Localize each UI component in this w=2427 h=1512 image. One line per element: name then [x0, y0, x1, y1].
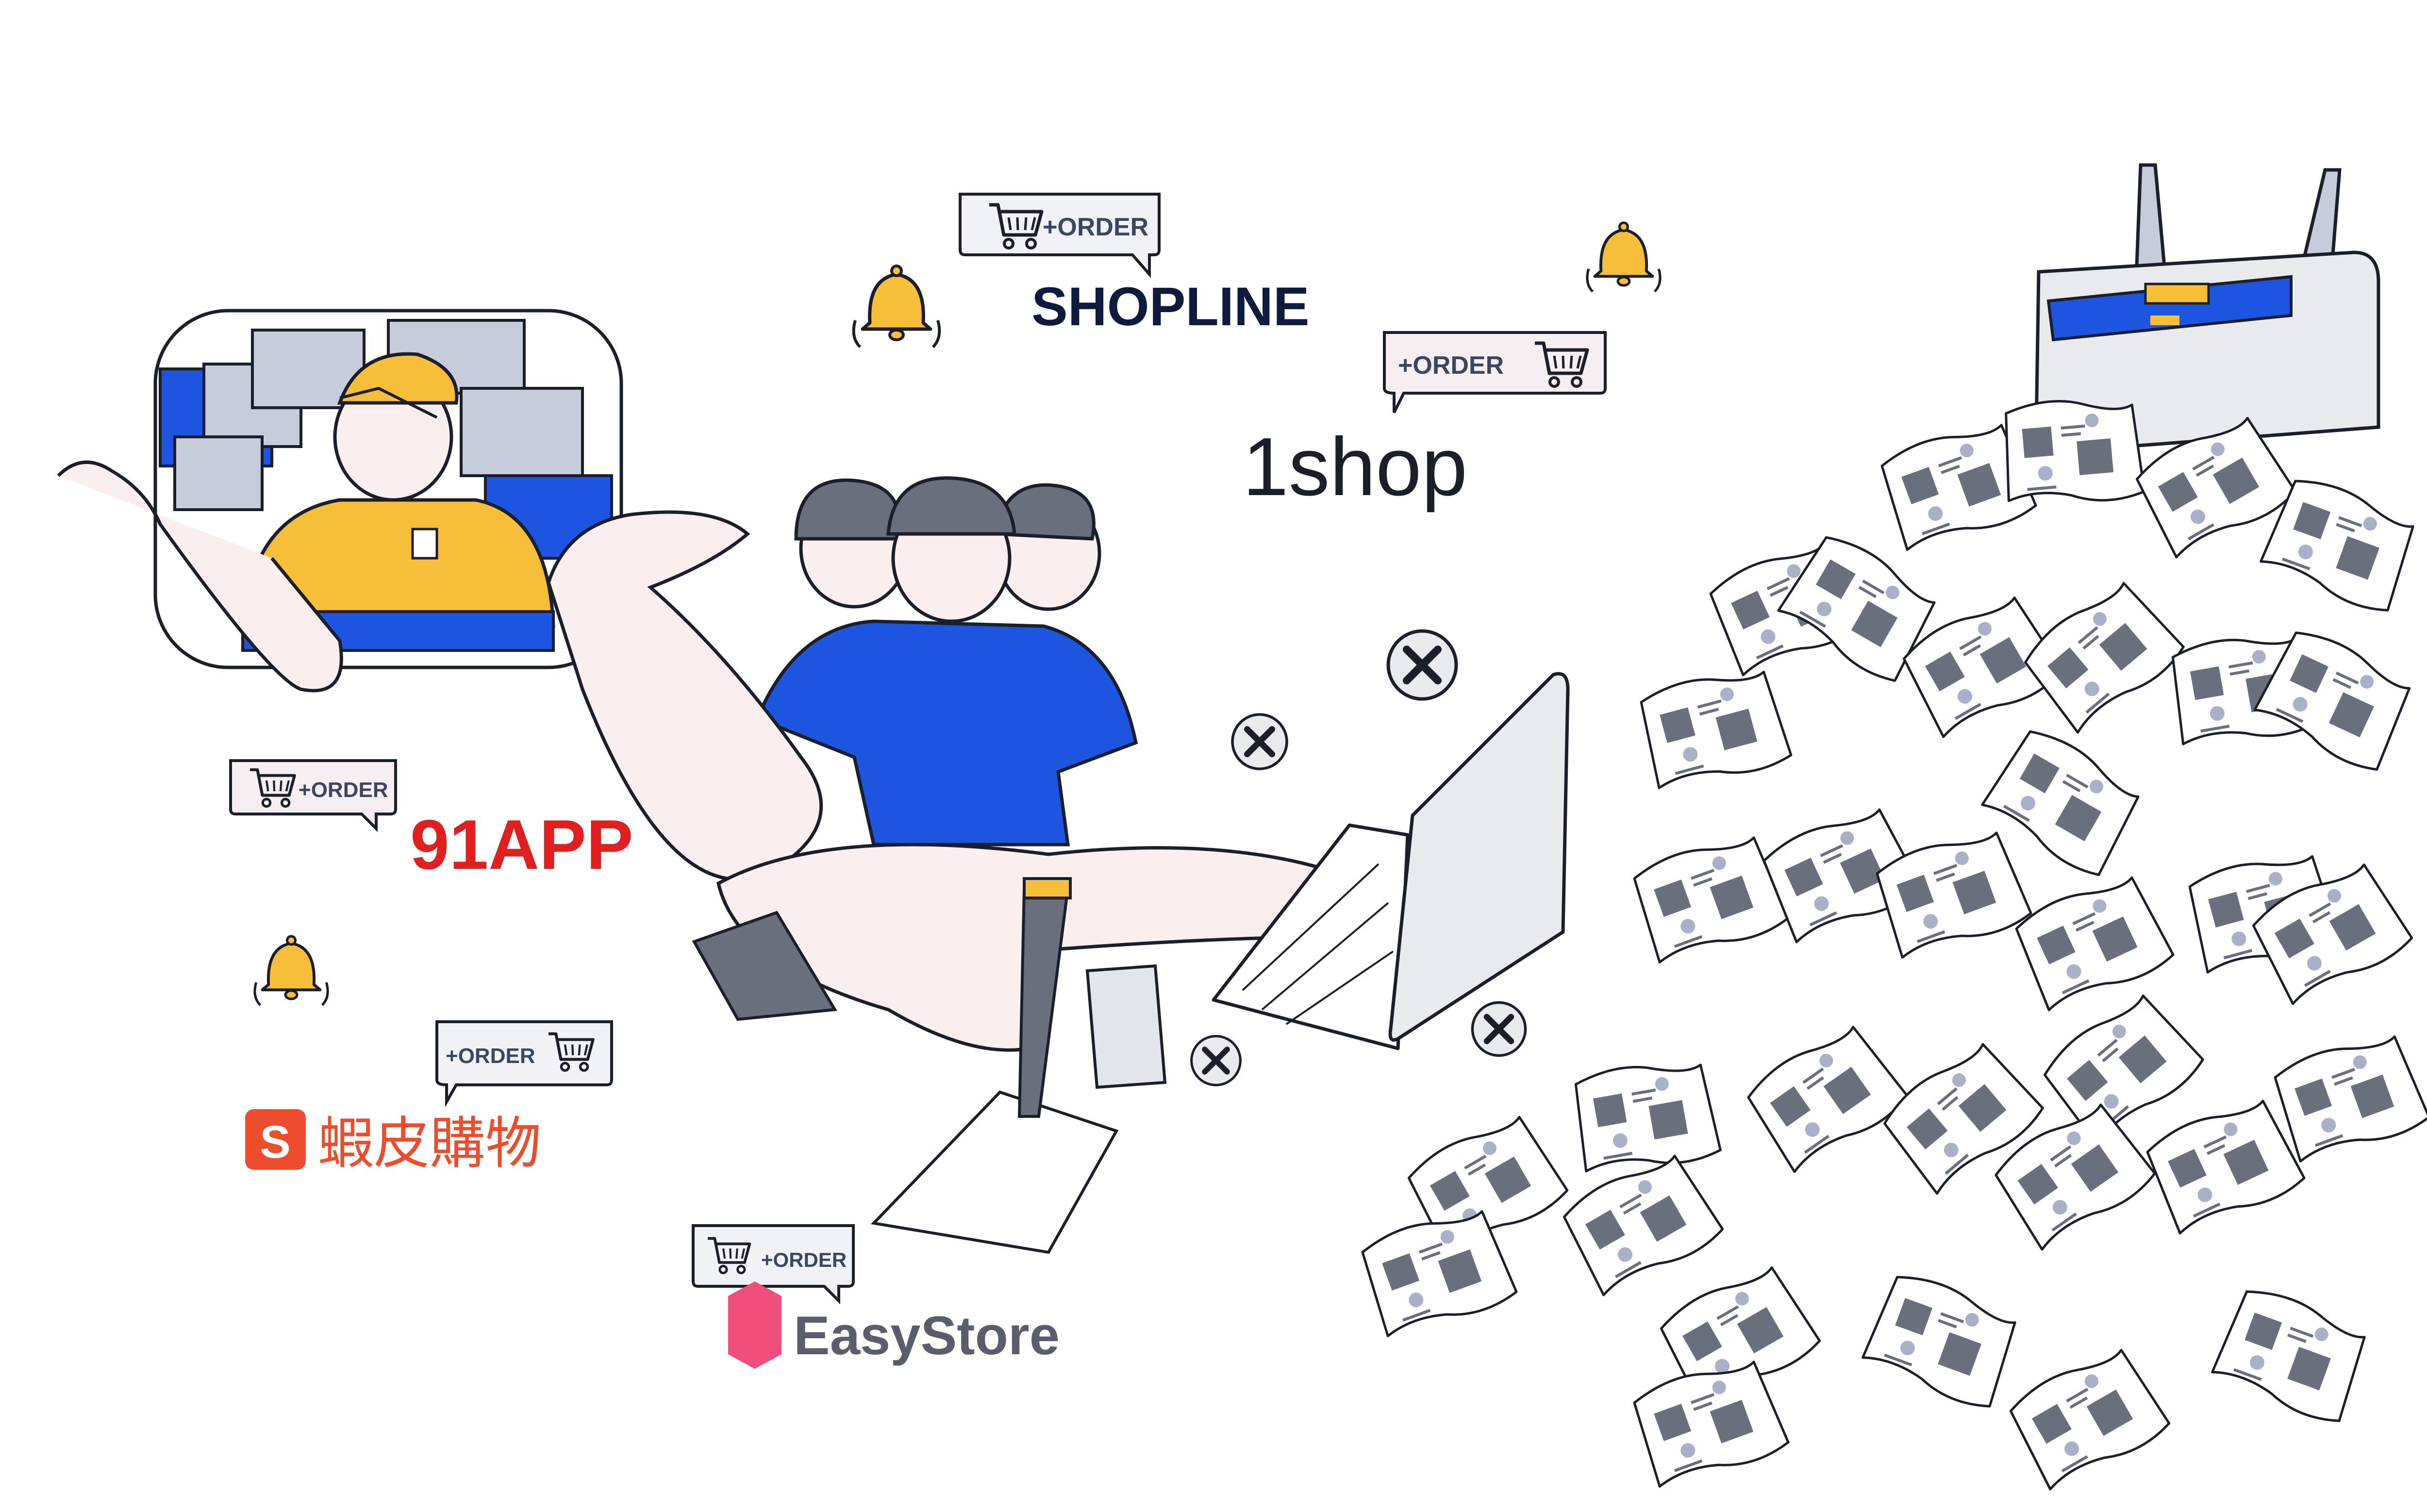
order-badge-shopee: +ORDER	[435, 1020, 613, 1108]
shipping-label	[2036, 985, 2206, 1151]
warehouse-worker-illustration	[57, 309, 623, 693]
easystore-logo: EasyStore	[728, 1281, 1060, 1369]
order-badge-shopline: +ORDER	[959, 193, 1161, 278]
bell-icon	[854, 266, 940, 347]
order-badge-easystore: +ORDER	[692, 1224, 855, 1305]
shopline-logo: SHOPLINE	[1031, 276, 1310, 337]
shipping-label	[1570, 1054, 1722, 1179]
order-badge-91app: +ORDER	[229, 759, 397, 832]
shipping-label	[2000, 394, 2144, 509]
close-icon	[1192, 1036, 1241, 1085]
order-label: +ORDER	[299, 778, 388, 802]
shipping-label	[2210, 1282, 2373, 1426]
shipping-label	[2009, 866, 2176, 1017]
91app-logo: 91APP	[410, 805, 633, 884]
shopee-icon: S	[260, 1116, 290, 1168]
shopee-logo: S 蝦皮購物	[245, 1109, 541, 1176]
keyboard	[1212, 823, 1410, 1050]
easystore-logo-text: EasyStore	[794, 1305, 1060, 1366]
shopee-logo-text: 蝦皮購物	[318, 1111, 541, 1176]
order-label: +ORDER	[446, 1044, 535, 1068]
shipping-label	[2003, 1339, 2172, 1496]
overwhelmed-staff-illustration	[547, 476, 1360, 1254]
close-icon	[1232, 714, 1287, 769]
order-label: +ORDER	[1043, 213, 1148, 241]
printer	[2034, 163, 2380, 453]
shipping-label	[2268, 1025, 2427, 1169]
shipping-label	[1556, 1145, 1726, 1302]
close-icon	[1388, 631, 1456, 699]
close-icon	[1472, 1002, 1525, 1055]
monitor	[1388, 672, 1570, 1042]
shipping-label	[1740, 1016, 1910, 1179]
shipping-label	[1860, 1268, 2023, 1412]
order-badge-1shop: +ORDER	[1383, 331, 1607, 414]
shipping-label	[2140, 1089, 2307, 1240]
1shop-logo: 1shop	[1243, 421, 1467, 513]
shipping-label	[1627, 826, 1790, 970]
bell-icon	[255, 936, 328, 1005]
bell-icon	[1587, 223, 1660, 292]
order-label: +ORDER	[761, 1248, 847, 1271]
shipping-label	[2016, 572, 2187, 739]
order-label: +ORDER	[1398, 351, 1504, 380]
shipping-label	[1634, 661, 1793, 796]
